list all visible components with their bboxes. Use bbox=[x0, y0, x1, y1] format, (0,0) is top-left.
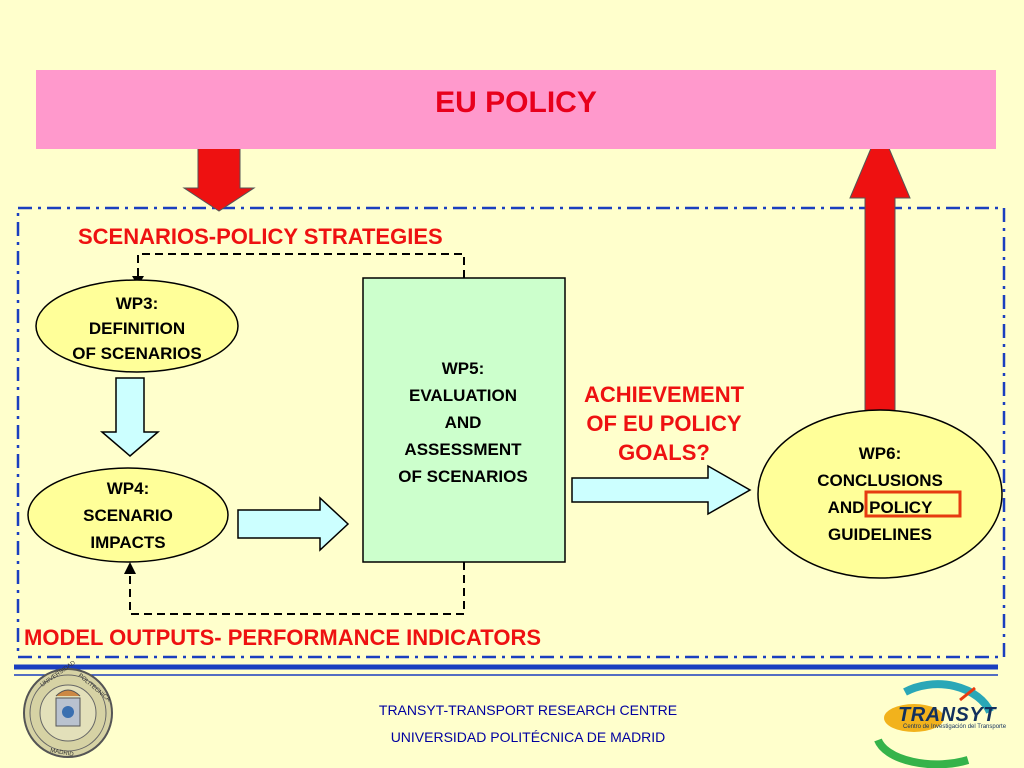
node-label-line: OF SCENARIOS bbox=[398, 466, 528, 486]
wp4-to-wp5-arrow bbox=[237, 496, 350, 552]
scenarios-policy-label: SCENARIOS-POLICY STRATEGIES bbox=[78, 224, 443, 249]
wp3-node-shape bbox=[35, 279, 239, 373]
eu-policy-banner bbox=[36, 70, 996, 149]
eu-policy-title: EU POLICY bbox=[435, 86, 597, 119]
achievement-line: GOALS? bbox=[618, 440, 710, 465]
svg-text:MADRID: MADRID bbox=[50, 748, 75, 758]
node-label-line: ASSESSMENT bbox=[404, 439, 522, 459]
node-label-line: WP5: bbox=[441, 358, 485, 378]
scenarios-loop-connector bbox=[137, 253, 465, 278]
node-label-line: SCENARIO bbox=[83, 505, 173, 525]
node-label-line: WP6: bbox=[858, 444, 902, 463]
wp4-node-shape bbox=[27, 467, 229, 563]
wp3-node-label: WP3: DEFINITION OF SCENARIOS bbox=[36, 288, 238, 368]
policy-highlight-box bbox=[864, 490, 962, 518]
wp5-to-wp6-arrow bbox=[571, 464, 752, 516]
transyt-logo-wordmark: TRANSYT bbox=[898, 704, 996, 726]
achievement-line: ACHIEVEMENT bbox=[583, 382, 745, 407]
footer-line-university: UNIVERSIDAD POLITÉCNICA DE MADRID bbox=[390, 729, 666, 745]
achievement-line: OF EU POLICY bbox=[586, 411, 742, 436]
footer-line-research-centre: TRANSYT-TRANSPORT RESEARCH CENTRE bbox=[378, 702, 678, 718]
footer-institution: TRANSYT-TRANSPORT RESEARCH CENTRE UNIVER… bbox=[300, 697, 756, 751]
wp4-node-label: WP4: SCENARIO IMPACTS bbox=[28, 473, 228, 557]
achievement-question: ACHIEVEMENT OF EU POLICY GOALS? bbox=[568, 380, 760, 467]
node-label-line: AND POLICY bbox=[827, 498, 933, 517]
node-label-line: WP3: bbox=[115, 293, 159, 313]
wp5-node-label: WP5: EVALUATION AND ASSESSMENT OF SCENAR… bbox=[362, 352, 564, 492]
node-label-line: WP4: bbox=[106, 478, 150, 498]
model-outputs-loop-connector bbox=[129, 562, 465, 615]
model-outputs-label: MODEL OUTPUTS- PERFORMANCE INDICATORS bbox=[24, 625, 542, 650]
node-label-line: GUIDELINES bbox=[828, 525, 932, 544]
node-label-line: CONCLUSIONS bbox=[817, 471, 943, 490]
wp3-to-wp4-arrow bbox=[99, 377, 161, 457]
process-boundary-frame bbox=[16, 206, 1006, 659]
wp6-node-label: WP6: CONCLUSIONS AND POLICY GUIDELINES bbox=[758, 440, 1002, 548]
transyt-logo-icon bbox=[874, 680, 994, 768]
policy-up-arrow bbox=[849, 125, 911, 426]
node-label-line: OF SCENARIOS bbox=[72, 343, 202, 363]
wp6-node-shape bbox=[757, 409, 1003, 579]
transyt-logo-subtitle: Centro de Investigación del Transporte bbox=[903, 724, 1007, 730]
node-label-line: IMPACTS bbox=[90, 532, 166, 552]
node-label-line: AND bbox=[444, 412, 482, 432]
node-label-line: DEFINITION bbox=[88, 318, 186, 338]
model-outputs-loop-arrowhead bbox=[124, 562, 136, 574]
wp5-node-shape bbox=[362, 277, 566, 563]
node-label-line: EVALUATION bbox=[409, 385, 517, 405]
